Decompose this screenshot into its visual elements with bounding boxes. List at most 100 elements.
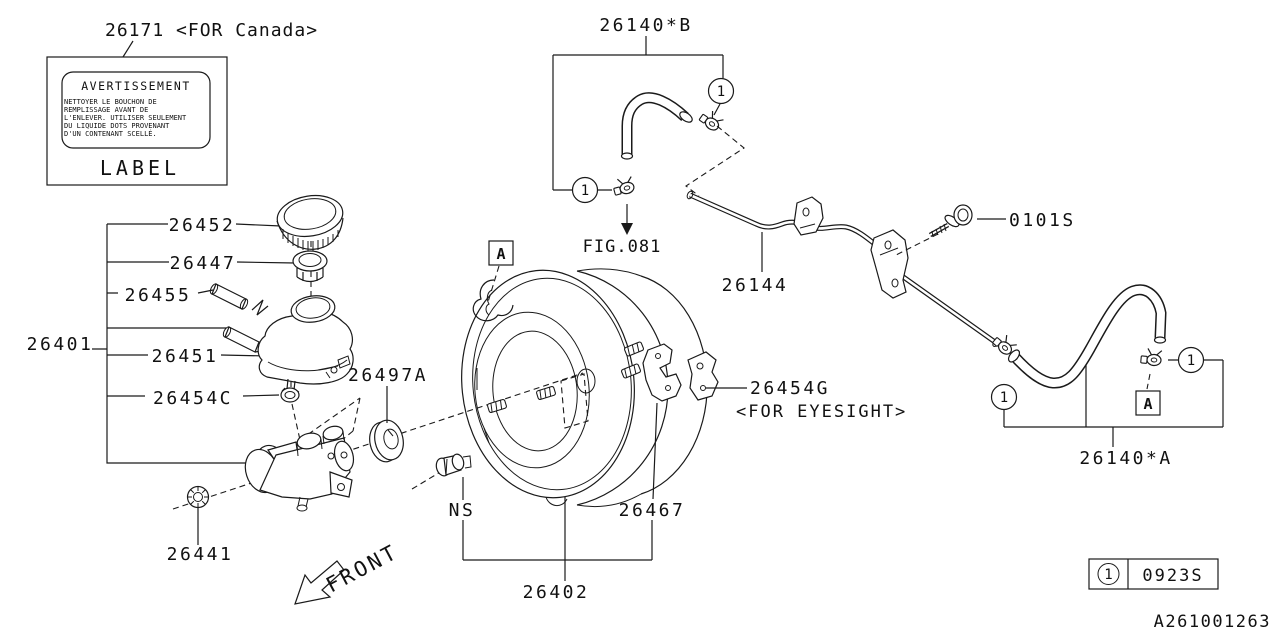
pipe-bracket — [870, 229, 909, 299]
part-label-26402: 26402 — [523, 582, 590, 603]
part-label-26401: 26401 — [27, 334, 94, 355]
callout-1-badge — [571, 176, 599, 204]
part-label-26140A: 26140*A — [1079, 448, 1172, 469]
part-label-26455: 26455 — [125, 285, 192, 306]
label-outer-box — [46, 56, 228, 186]
booster-clip-inner — [485, 289, 493, 316]
part-label-26451: 26451 — [152, 346, 219, 367]
bracket-hole — [665, 385, 671, 391]
ring-drawing — [280, 387, 300, 403]
part-label-0101S: 0101S — [1009, 210, 1076, 231]
callout-1-symbol: 1 — [1187, 353, 1195, 369]
part-label-26497A: 26497A — [348, 365, 428, 386]
hose-a-end — [1153, 336, 1167, 344]
bolt-alignment-dashed — [893, 233, 939, 257]
front-label: FRONT — [322, 540, 402, 598]
section-a-dashed — [487, 265, 500, 303]
bolt-drawing — [928, 204, 973, 238]
eyesight-plate — [687, 351, 719, 401]
part-label-26454C: 26454C — [153, 388, 233, 409]
pipe-clip — [793, 196, 824, 236]
bracket-detail — [879, 247, 899, 256]
hose-b-group: 1 1 26140*B — [552, 15, 745, 235]
section-a-box — [488, 240, 514, 266]
front-arrow — [294, 560, 345, 605]
hose-b-end — [679, 111, 693, 123]
part-label-26454G: 26454G — [750, 378, 830, 399]
callout-1-badge — [1177, 346, 1205, 374]
leader-line — [122, 40, 134, 58]
section-a-box — [1135, 390, 1161, 416]
fig-arrow-head — [621, 223, 633, 235]
grommet-drawing — [292, 250, 328, 283]
warning-line-1: NETTOYER LE BOUCHON DE — [64, 98, 157, 106]
warning-line-5: D'UN CONTENANT SCELLÉ. — [64, 129, 157, 138]
hose-clamp — [1139, 347, 1163, 367]
hose-a-end — [1007, 349, 1021, 363]
front-marker-group: FRONT — [294, 540, 402, 605]
bracket-26140B-lines — [552, 36, 724, 191]
reservoir-cap-drawing — [276, 194, 344, 251]
bracket-hole — [655, 353, 661, 359]
brake-booster-drawing — [461, 268, 719, 508]
clip-hole — [802, 207, 810, 217]
warning-line-3: L'ENLEVER. UTILISER SEULEMENT — [64, 114, 187, 122]
document-number: A261001263 — [1154, 612, 1271, 632]
legend-callout-symbol: 1 — [1104, 567, 1112, 583]
bracket-hole — [891, 278, 899, 288]
booster-face-inner-ring — [492, 330, 578, 452]
part-label-26144: 26144 — [722, 275, 789, 296]
booster-face-ring — [474, 311, 590, 469]
hose-b-alignment-dashed — [685, 125, 745, 197]
part-label-26171-heading: 26171 <FOR Canada> — [105, 20, 318, 41]
part-label-26140B: 26140*B — [599, 15, 692, 36]
warning-line-4: DU LIQUIDE DOTS PROVENANT — [64, 122, 170, 130]
valve-drawing — [435, 453, 472, 477]
tube-drawings — [209, 283, 270, 353]
booster-shell-edges — [576, 268, 642, 508]
label-caption: LABEL — [100, 156, 180, 180]
valve-axis-dashed — [411, 470, 443, 490]
reservoir-assembly: 26452 26447 26455 26401 26451 26454C — [27, 194, 361, 471]
bracket-26401-lines — [92, 223, 296, 464]
booster-front-shell — [461, 269, 635, 499]
callout-1-badge — [990, 383, 1018, 411]
clevis-dashed-outline — [560, 373, 589, 429]
clip-detail — [799, 223, 816, 229]
pipe-end — [686, 190, 694, 200]
nut-drawing — [186, 485, 210, 509]
label-inner-box — [61, 71, 211, 149]
valve-and-booster-labels: NS 26467 26402 26454G <FOR EYESIGHT> A F… — [435, 237, 907, 603]
callout-1-badge — [707, 77, 735, 105]
plate-hole — [700, 385, 706, 391]
part-label-NS: NS — [449, 500, 476, 521]
canada-warning-label: 26171 <FOR Canada> AVERTISSEMENT NETTOYE… — [46, 20, 318, 186]
legend-callout-badge — [1097, 563, 1120, 585]
legend-part-number: 0923S — [1142, 566, 1203, 586]
leader-lines — [197, 386, 388, 545]
callout-1-symbol: 1 — [581, 183, 589, 199]
part-label-26441: 26441 — [167, 544, 234, 565]
plate-hole — [696, 362, 704, 370]
legend-box — [1088, 558, 1219, 590]
legend-group: 1 0923S — [1088, 558, 1219, 590]
hose-b-core — [623, 93, 688, 154]
warning-title: AVERTISSEMENT — [81, 79, 191, 93]
section-a-dashed — [1146, 373, 1151, 390]
callout-1-symbol: 1 — [717, 84, 725, 100]
part-label-26454G-note: <FOR EYESIGHT> — [736, 402, 907, 422]
ring-alignment-dashed — [290, 382, 361, 471]
booster-bracket — [642, 343, 682, 402]
master-cylinder-drawing: 26497A 26441 — [167, 365, 428, 565]
figure-ref-label: FIG.081 — [583, 237, 662, 257]
section-a-marker: A — [496, 245, 505, 263]
part-label-26467: 26467 — [619, 500, 686, 521]
callout-1-symbol: 1 — [1000, 390, 1008, 406]
booster-clip — [472, 279, 514, 322]
bracket-26140A-lines — [1003, 358, 1224, 447]
part-label-26452: 26452 — [169, 215, 236, 236]
bracket-hole — [884, 240, 892, 250]
bracket-26402-lines — [462, 402, 658, 581]
